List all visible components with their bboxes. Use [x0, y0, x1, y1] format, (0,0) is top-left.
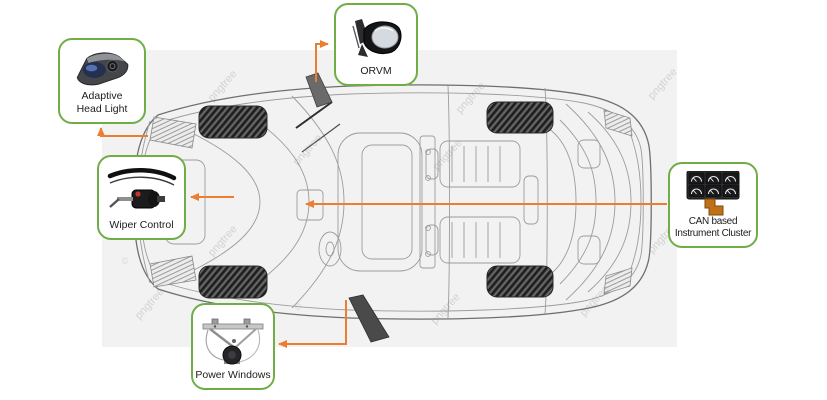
- callout-label: ORVM: [360, 65, 391, 78]
- car-lamps: [149, 109, 633, 295]
- callout-label: Wiper Control: [109, 219, 173, 232]
- arrow-orvm: [315, 40, 329, 82]
- callout-label-line: Power Windows: [195, 369, 271, 382]
- callout-label-line: ORVM: [360, 65, 392, 78]
- callout-label-line: Instrument Cluster: [674, 227, 752, 239]
- callout-label-line: Adaptive: [81, 90, 123, 103]
- side-mirror-image: [348, 12, 404, 65]
- callout-label: Power Windows: [195, 369, 270, 382]
- callout-adaptive-head-light[interactable]: Adaptive Head Light: [58, 38, 146, 124]
- callout-label-line: Head Light: [76, 103, 128, 116]
- callout-power-windows[interactable]: Power Windows: [191, 303, 275, 390]
- callout-can-instrument-cluster[interactable]: CAN based Instrument Cluster: [668, 162, 758, 248]
- callout-label-line: CAN based: [688, 215, 738, 227]
- arrow-adaptive-head-light: [97, 127, 148, 137]
- callout-wiper-control[interactable]: Wiper Control: [97, 155, 186, 240]
- copyright-watermark: ©: [122, 256, 129, 266]
- car-wipers-and-mirrors: [295, 72, 390, 343]
- instrument-cluster-image: [683, 171, 743, 216]
- car-tires: [198, 101, 554, 299]
- headlight-image: [71, 47, 133, 90]
- callout-label-line: Wiper Control: [109, 219, 174, 232]
- copyright-watermark: ©: [295, 302, 302, 312]
- wiper-blade-motor-image: [105, 164, 179, 219]
- window-regulator-image: [199, 312, 267, 369]
- callout-label: Adaptive Head Light: [77, 90, 128, 116]
- arrow-power-windows: [278, 300, 347, 348]
- callout-orvm[interactable]: ORVM: [334, 3, 418, 86]
- callout-label: CAN based Instrument Cluster: [674, 215, 752, 240]
